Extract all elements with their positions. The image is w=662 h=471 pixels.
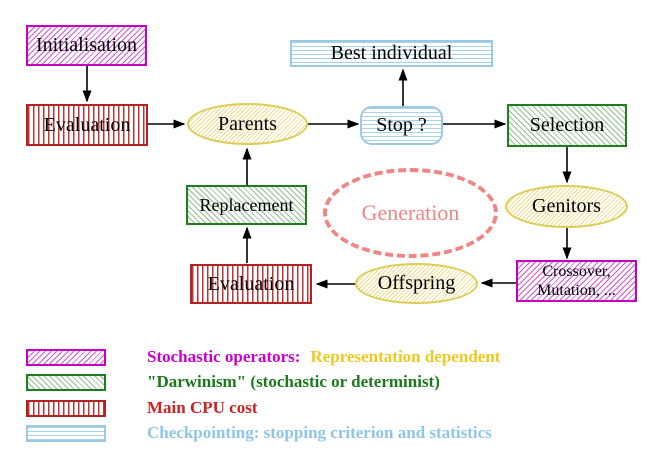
legend-darwinism-text: "Darwinism" (stochastic or determinist) [147, 372, 440, 391]
legend-checkpointing-text: Checkpointing: stopping criterion and st… [147, 423, 492, 442]
node-replacement: Replacement [186, 185, 307, 225]
node-initialisation: Initialisation [26, 25, 147, 66]
node-crossover-mutation: Crossover, Mutation, ... [516, 260, 637, 302]
node-genitors: Genitors [505, 185, 628, 228]
node-stop: Stop ? [360, 106, 443, 145]
legend-label: Stochastic operators: Representation depe… [147, 347, 500, 367]
crossover-line1: Crossover, [542, 262, 611, 280]
node-best-individual: Best individual [290, 40, 493, 67]
node-parents: Parents [187, 103, 308, 145]
node-evaluation-bottom: Evaluation [190, 264, 312, 304]
crossover-line2: Mutation, ... [537, 282, 616, 299]
node-offspring: Offspring [355, 263, 478, 304]
legend-row-checkpointing: Checkpointing: stopping criterion and st… [26, 423, 492, 443]
red-vertical-stripes-swatch [26, 399, 106, 417]
legend-representation-text: Representation dependent [310, 347, 501, 366]
node-evaluation-top: Evaluation [26, 104, 148, 146]
magenta-diagonal-hatch-swatch [26, 348, 106, 366]
legend-row-stochastic: Stochastic operators: Representation depe… [26, 347, 500, 367]
legend-row-darwinism: "Darwinism" (stochastic or determinist) [26, 372, 440, 392]
green-diagonal-hatch-swatch [26, 373, 106, 391]
cyan-horizontal-stripes-swatch [26, 424, 106, 442]
legend-row-cpu-cost: Main CPU cost [26, 398, 257, 418]
legend-cpu-text: Main CPU cost [147, 398, 258, 417]
generation-loop-ellipse: Generation [323, 168, 498, 258]
node-selection: Selection [507, 104, 627, 147]
legend-stochastic-text: Stochastic operators: [147, 347, 301, 366]
